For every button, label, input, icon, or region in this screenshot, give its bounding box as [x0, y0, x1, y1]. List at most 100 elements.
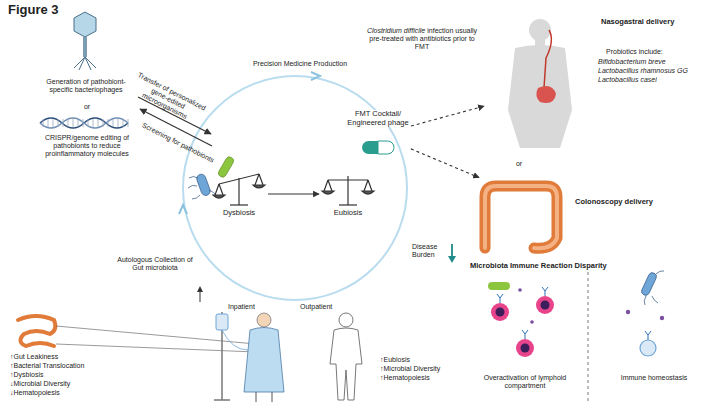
step-label: Autologous Collection of Gut microbiota — [112, 256, 198, 272]
overactivation-cells — [521, 344, 530, 353]
balance-scale-level — [364, 180, 368, 191]
bacteriophage-icon — [83, 37, 87, 57]
outcome-label: Disease Burden — [412, 243, 448, 259]
balance-scale-level — [322, 176, 374, 205]
dna-icon — [58, 119, 59, 127]
nasogastral-figure — [508, 45, 572, 148]
node-text: Dysbiosis — [211, 209, 267, 218]
nasogastral-figure — [508, 19, 572, 148]
dna-icon — [83, 119, 84, 127]
balance-scale-tilted — [219, 174, 259, 184]
bacteriophage-icon — [74, 57, 96, 70]
effect-item: ↑Bacterial Translocation — [10, 362, 130, 370]
divider-line — [588, 272, 589, 402]
balance-scale-tilted — [253, 185, 265, 188]
overactivation-cells — [497, 287, 548, 339]
nasogastral-figure — [529, 19, 551, 41]
dna-icon — [53, 119, 54, 127]
dna-icon — [113, 119, 114, 127]
state-scale: Dysbiosis — [211, 166, 267, 222]
dna-icon — [73, 119, 74, 127]
overactivation-cells — [488, 282, 554, 357]
capsule-icon — [362, 141, 378, 154]
balance-scale-level — [324, 180, 328, 191]
overactivation-cells — [530, 320, 534, 324]
caption-text: CRISPR/genome editing of pathobionts to … — [32, 134, 142, 158]
cycle-circle — [179, 205, 187, 214]
panel-caption: Overactivation of lymphoid compartment — [470, 374, 580, 390]
intestine-icon — [56, 344, 256, 352]
disease-burden-arrow — [448, 256, 456, 263]
delivery-route: Nasogastral delivery — [485, 8, 690, 148]
homeostasis-cells — [626, 310, 630, 314]
overactivation-cells — [488, 282, 510, 290]
effect-item: ↑Hematopoiesis — [380, 374, 480, 382]
balance-scale-tilted — [255, 174, 259, 185]
dna-icon — [98, 119, 99, 127]
arrow-label: Screening for pathobionts — [136, 119, 220, 167]
balance-scale-level — [328, 180, 332, 191]
node-text: Nasogastral delivery — [601, 18, 685, 27]
capsule-icon — [362, 141, 394, 154]
inpatient-figure — [214, 312, 284, 402]
outpatient-figure — [330, 313, 362, 400]
inpatient-figure — [257, 313, 271, 327]
nasogastral-figure — [536, 86, 556, 103]
overactivation-cells — [496, 308, 505, 317]
panel-caption: Immune homeostasis — [604, 374, 704, 382]
connector-arrow — [411, 149, 479, 178]
homeostasis-cells — [626, 271, 664, 356]
dna-icon — [48, 119, 49, 127]
effect-item: ↓Microbial Diversity — [10, 380, 130, 388]
microbe-icons — [195, 173, 211, 197]
probiotics-heading: Probiotics include: — [606, 48, 696, 56]
balance-scale-level — [328, 179, 368, 180]
balance-scale-tilted — [259, 174, 263, 185]
species-name: Lactobacillus rhamnosus GG — [598, 67, 716, 75]
balance-scale-level — [339, 204, 357, 205]
intestine-icon — [18, 316, 55, 346]
effect-item: ↑Microbial Diversity — [380, 365, 480, 373]
balance-scale-level — [362, 191, 374, 194]
cycle-heading: Precision Medicine Production — [240, 60, 360, 68]
or-text: or — [80, 103, 94, 111]
capsule-product: FMT Cocktail/ Engineered phage — [346, 110, 410, 160]
bacteriophage-icon — [74, 12, 96, 37]
outpatient-figure — [339, 313, 353, 327]
dna-icon — [93, 119, 94, 127]
dna-icon — [68, 119, 69, 127]
species-name: Bifidobacterium breve — [598, 58, 716, 66]
balance-scale-tilted — [230, 204, 248, 205]
delivery-route: Colonoscopy delivery — [465, 178, 680, 256]
overactivation-cells — [536, 296, 554, 314]
or-text: or — [512, 160, 526, 168]
microbe-icons — [188, 177, 217, 200]
connector-arrow — [411, 106, 484, 126]
cycle-circle — [179, 72, 407, 300]
dna-icon — [40, 118, 128, 128]
overactivation-cells — [541, 301, 550, 310]
figure-title: Figure 3 — [8, 3, 59, 18]
inpatient-figure — [272, 392, 273, 402]
dna-icon — [108, 119, 109, 127]
effect-item: ↑Dysbiosis — [10, 371, 130, 379]
collection-arrow — [197, 286, 203, 302]
collection-arrow — [197, 286, 203, 292]
overactivation-cells — [516, 339, 534, 357]
dna-icon — [118, 119, 119, 127]
inpatient-figure — [244, 328, 284, 393]
dna-icon — [78, 119, 79, 127]
homeostasis-cells — [640, 340, 656, 356]
caption-text: Generation of pathobiont-specific bacter… — [36, 78, 136, 94]
nasogastral-figure — [544, 30, 551, 88]
overactivation-cells — [518, 288, 522, 292]
balance-scale-level — [322, 191, 334, 194]
dna-icon — [40, 118, 128, 128]
disease-burden-arrow — [448, 244, 456, 263]
dna-icon — [43, 119, 44, 127]
homeostasis-cells — [644, 271, 664, 305]
balance-scale-tilted — [215, 184, 219, 195]
dna-icon — [103, 119, 104, 127]
colon-figure — [485, 186, 557, 248]
